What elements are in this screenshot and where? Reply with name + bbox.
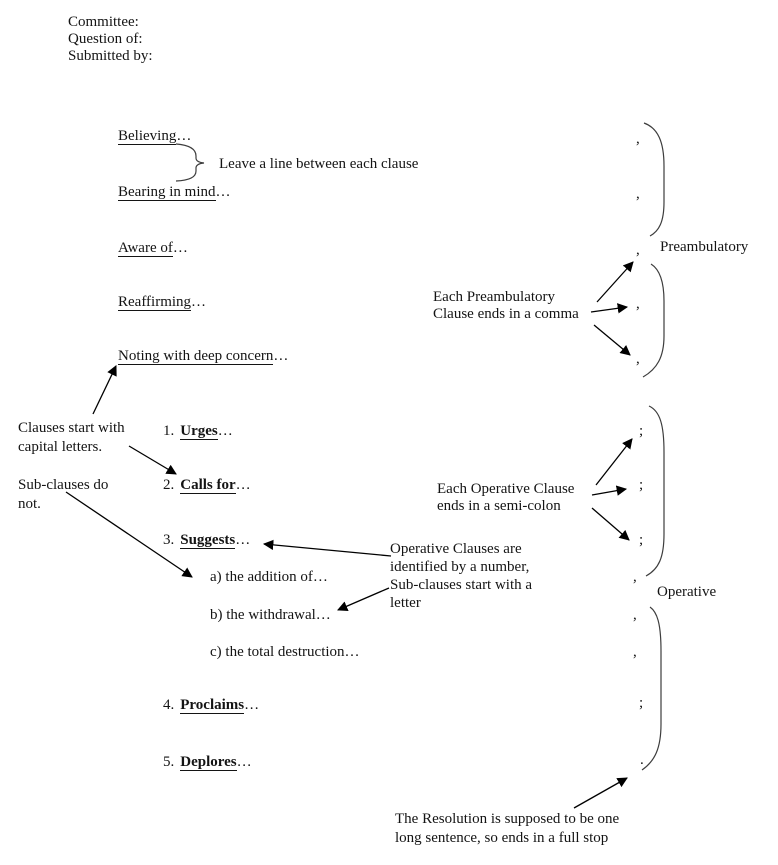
- clause-ellipsis: …: [215, 184, 231, 200]
- operative-semicolon-note: Each Operative Clause ends in a semi-col…: [437, 481, 574, 515]
- clause-ellipsis: …: [235, 532, 251, 548]
- preambulatory-punctuation-2: ,: [636, 186, 640, 202]
- operative-brace-bottom: [641, 606, 662, 771]
- clause-ellipsis: …: [244, 697, 260, 713]
- arrow-semicolon-note-1: [595, 438, 633, 486]
- numbering-note-line1: Operative Clauses are: [390, 541, 522, 557]
- operative-clause-1: 1. Urges…: [163, 423, 233, 440]
- clause-ellipsis: …: [235, 477, 251, 493]
- operative-clause-3: 3. Suggests…: [163, 532, 250, 549]
- operative-numbering-note: Operative Clauses are identified by a nu…: [390, 540, 532, 612]
- arrow-semicolon-note-2: [591, 485, 628, 496]
- subclause-case-note: Sub-clauses do not.: [18, 476, 108, 514]
- arrow-comma-note-3: [593, 324, 631, 356]
- sub-clause-punctuation-a: ,: [633, 569, 637, 585]
- preambulatory-brace-bottom: [642, 263, 665, 378]
- clause-keyword: Noting with deep concern: [118, 348, 274, 365]
- operative-clause-4: 4. Proclaims…: [163, 697, 259, 714]
- clause-keyword: Calls for: [180, 477, 236, 494]
- clause-number: 2.: [163, 477, 175, 493]
- clause-ellipsis: …: [236, 754, 252, 770]
- operative-clause-5: 5. Deplores…: [163, 754, 252, 771]
- sub-clause-c: c) the total destruction…: [210, 644, 360, 660]
- clause-keyword: Deplores: [180, 754, 237, 771]
- sub-clause-punctuation-b: ,: [633, 607, 637, 623]
- preambulatory-brace-top: [643, 122, 665, 237]
- full-stop-note-line1: The Resolution is supposed to be one: [395, 811, 620, 827]
- clause-keyword: Suggests: [180, 532, 236, 549]
- clause-keyword: Bearing in mind: [118, 184, 216, 201]
- arrow-subclauses-to-a: [65, 491, 193, 578]
- header-question: Question of:: [68, 31, 143, 47]
- arrow-numbering-to-b: [337, 587, 390, 612]
- sub-clause-b: b) the withdrawal…: [210, 607, 331, 623]
- preambulatory-clause-5: Noting with deep concern…: [118, 348, 288, 365]
- capitals-note: Clauses start with capital letters.: [18, 419, 125, 457]
- arrow-fullstop-note-to-period: [573, 777, 628, 809]
- clause-keyword: Proclaims: [180, 697, 245, 714]
- full-stop-note: The Resolution is supposed to be one lon…: [395, 810, 619, 848]
- numbering-note-line4: letter: [390, 595, 421, 611]
- preambulatory-punctuation-3: ,: [636, 242, 640, 258]
- operative-clause-2: 2. Calls for…: [163, 477, 251, 494]
- preambulatory-clause-1: Believing…: [118, 128, 191, 145]
- operative-punctuation-3: ;: [639, 532, 644, 548]
- clause-keyword: Aware of: [118, 240, 173, 257]
- clause-keyword: Urges: [180, 423, 218, 440]
- preambulatory-clause-4: Reaffirming…: [118, 294, 206, 311]
- leave-line-note: Leave a line between each clause: [219, 156, 419, 172]
- clause-ellipsis: …: [172, 240, 188, 256]
- clause-ellipsis: …: [273, 348, 289, 364]
- clause-number: 3.: [163, 532, 175, 548]
- operative-punctuation-1: ;: [639, 423, 644, 439]
- clause-keyword: Reaffirming: [118, 294, 192, 311]
- operative-brace-top: [645, 405, 665, 577]
- subclause-case-note-line1: Sub-clauses do: [18, 477, 109, 493]
- header-submitted: Submitted by:: [68, 48, 153, 64]
- arrow-comma-note-2: [590, 303, 629, 314]
- comma-note-line2: Clause ends in a comma: [433, 306, 579, 322]
- arrow-numbering-to-suggests: [262, 539, 392, 557]
- comma-note-line1: Each Preambulatory: [433, 289, 556, 305]
- preambulatory-comma-note: Each Preambulatory Clause ends in a comm…: [433, 289, 579, 323]
- preambulatory-clause-2: Bearing in mind…: [118, 184, 231, 201]
- preambulatory-clause-3: Aware of…: [118, 240, 188, 257]
- sub-clause-a: a) the addition of…: [210, 569, 328, 585]
- preambulatory-section-label: Preambulatory: [660, 239, 749, 255]
- leave-line-brace: [175, 143, 205, 182]
- clause-keyword: Believing: [118, 128, 177, 145]
- clause-number: 1.: [163, 423, 175, 439]
- operative-punctuation-5: .: [640, 752, 644, 768]
- arrow-capitals-to-noting: [92, 365, 117, 415]
- numbering-note-line2: identified by a number,: [390, 559, 530, 575]
- sub-clause-punctuation-c: ,: [633, 644, 637, 660]
- header-block: Committee: Question of: Submitted by:: [68, 14, 153, 65]
- arrow-capitals-to-calls-for: [128, 445, 177, 475]
- arrow-comma-note-1: [596, 261, 634, 303]
- operative-punctuation-4: ;: [639, 695, 644, 711]
- preambulatory-punctuation-5: ,: [636, 351, 640, 367]
- clause-number: 5.: [163, 754, 175, 770]
- header-committee: Committee:: [68, 14, 139, 30]
- capitals-note-line2: capital letters.: [18, 439, 103, 455]
- preambulatory-punctuation-4: ,: [636, 296, 640, 312]
- arrow-semicolon-note-3: [591, 507, 630, 541]
- preambulatory-punctuation-1: ,: [636, 131, 640, 147]
- operative-punctuation-2: ;: [639, 477, 644, 493]
- semicolon-note-line1: Each Operative Clause: [437, 481, 575, 497]
- clause-number: 4.: [163, 697, 175, 713]
- clause-ellipsis: …: [176, 128, 192, 144]
- subclause-case-note-line2: not.: [18, 496, 41, 512]
- clause-ellipsis: …: [191, 294, 207, 310]
- capitals-note-line1: Clauses start with: [18, 420, 125, 436]
- numbering-note-line3: Sub-clauses start with a: [390, 577, 533, 593]
- semicolon-note-line2: ends in a semi-colon: [437, 498, 561, 514]
- full-stop-note-line2: long sentence, so ends in a full stop: [395, 830, 609, 846]
- clause-ellipsis: …: [217, 423, 233, 439]
- operative-section-label: Operative: [657, 584, 717, 600]
